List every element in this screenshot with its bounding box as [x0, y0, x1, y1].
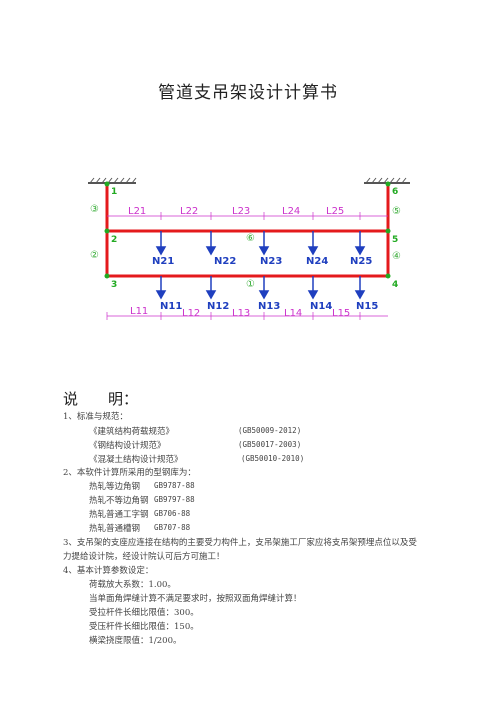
load-label-n14: N14 — [310, 301, 332, 312]
steel-code: GB706-88 — [154, 509, 191, 518]
load-label-n15: N15 — [356, 301, 378, 312]
load-label-n12: N12 — [207, 301, 229, 312]
member-label-3: ③ — [90, 204, 99, 215]
parameter-item: 受拉杆件长细比限值：300。 — [89, 608, 199, 618]
ground-support-left — [88, 177, 137, 184]
node-dots — [104, 181, 391, 279]
lower-dimension-line — [106, 312, 388, 320]
load-label-n24: N24 — [306, 256, 328, 267]
node-label-5: 5 — [392, 235, 398, 245]
node-label-1: 1 — [111, 187, 117, 197]
load-label-n11: N11 — [160, 301, 182, 312]
span-label-l25: L25 — [326, 206, 344, 217]
span-label-l13: L13 — [232, 308, 250, 319]
node-label-4: 4 — [392, 280, 398, 290]
standard-code: (GB50017-2003) — [238, 440, 302, 449]
section-3-text-cont: 力提给设计院，经设计院认可后方可施工！ — [63, 552, 225, 562]
steel-code: GB9797-88 — [154, 495, 195, 504]
steel-name: 热轧不等边角钢 — [89, 496, 149, 506]
span-label-l11: L11 — [130, 306, 148, 317]
steel-code: GB9787-88 — [154, 481, 195, 490]
upper-load-arrows — [155, 231, 366, 256]
node-label-2: 2 — [111, 235, 117, 245]
upper-dimension-line — [107, 212, 388, 220]
member-label-4: ④ — [392, 251, 401, 262]
span-label-l15: L15 — [332, 308, 350, 319]
steel-code: GB707-88 — [154, 523, 191, 532]
steel-name: 热轧普通工字钢 — [89, 510, 149, 520]
document-title: 管道支吊架设计计算书 — [158, 83, 338, 103]
node-label-6: 6 — [392, 187, 398, 197]
parameter-item: 荷载放大系数：1.00。 — [89, 580, 176, 590]
span-label-l22: L22 — [180, 206, 198, 217]
notes-heading: 说 明： — [63, 390, 139, 408]
section-3-text: 3、支吊架的支座应连接在结构的主要受力构件上，支吊架施工厂家应将支吊架预埋点位以… — [63, 538, 417, 548]
standard-code: (GB50009-2012) — [238, 426, 302, 435]
load-label-n25: N25 — [350, 256, 372, 267]
load-label-n21: N21 — [152, 256, 174, 267]
span-label-l14: L14 — [284, 308, 302, 319]
section-4-title: 4、基本计算参数设定： — [63, 566, 154, 576]
steel-name: 热轧普通槽钢 — [89, 524, 141, 534]
load-label-n23: N23 — [260, 256, 282, 267]
lower-load-arrows — [155, 276, 366, 300]
section-1-title: 1、标准与规范： — [63, 412, 128, 422]
member-label-1: ① — [246, 279, 255, 290]
span-label-l21: L21 — [128, 206, 146, 217]
member-label-2: ② — [90, 250, 99, 261]
load-label-n22: N22 — [214, 256, 236, 267]
standard-name: 《钢结构设计规范》 — [89, 441, 166, 451]
parameter-item: 受压杆件长细比限值：150。 — [89, 622, 199, 632]
standard-code: (GB50010-2010) — [241, 454, 305, 463]
span-label-l12: L12 — [182, 308, 200, 319]
steel-name: 热轧等边角钢 — [89, 482, 141, 492]
span-label-l24: L24 — [282, 206, 300, 217]
support-frame-diagram: 1 2 3 4 5 6 ③ ② ⑥ ① ⑤ ④ L21 L22 L23 L24 … — [88, 177, 410, 320]
parameter-item: 当单面角焊缝计算不满足要求时，按照双面角焊缝计算！ — [89, 594, 302, 604]
standard-name: 《建筑结构荷载规范》 — [89, 427, 175, 437]
span-label-l23: L23 — [232, 206, 250, 217]
frame-members — [105, 183, 390, 278]
section-2-title: 2、本软件计算所采用的型钢库为： — [63, 468, 196, 478]
standard-name: 《混凝土结构设计规范》 — [89, 455, 183, 465]
parameter-item: 横梁挠度限值：1/200。 — [89, 636, 182, 646]
node-label-3: 3 — [111, 280, 117, 290]
member-label-5: ⑤ — [392, 206, 401, 217]
member-label-6: ⑥ — [246, 233, 255, 244]
load-label-n13: N13 — [258, 301, 280, 312]
